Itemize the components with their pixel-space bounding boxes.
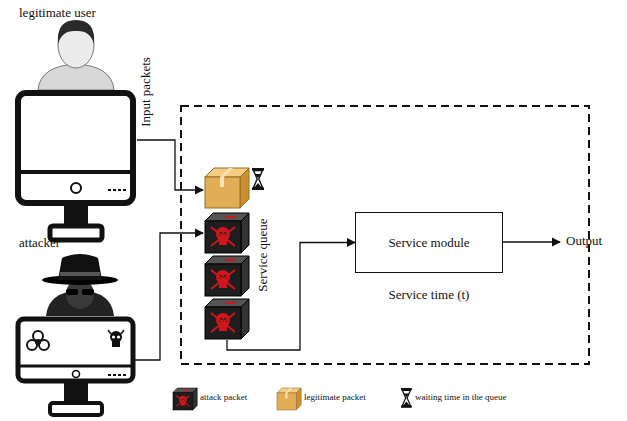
skull-symbol [117,335,120,338]
connector [135,233,203,360]
legend-icons [277,388,301,410]
attacker-figure [42,254,118,316]
computer-monitor [18,319,133,415]
skull-symbol [112,335,115,338]
input-label: Input packets [138,57,154,127]
service-queue-packets [205,299,249,339]
output-arrow [503,241,560,242]
service-queue-packets [252,168,264,190]
computer-monitor [18,170,133,174]
attacker-figure [58,254,102,280]
connector [137,140,203,190]
service-queue: Service queue [201,164,275,346]
computer-monitor [18,365,133,368]
user-computer: legitimate user [15,4,137,246]
system-boundary [181,106,589,364]
computer-monitor [108,189,126,191]
legend-icons [173,388,412,410]
skull-symbol [108,330,124,347]
computer-monitor [71,183,81,193]
attacker-figure [82,289,94,295]
computer-monitor [18,93,133,240]
legend-icons [173,388,197,410]
node-label: legitimate user [19,6,96,21]
biohazard-symbol [27,331,49,350]
computer-monitor [108,374,126,376]
computer-monitor [18,319,133,381]
legend-label: waiting time in the queue [415,392,506,402]
attacker-computer: attacker [15,234,150,418]
user-figure [38,20,114,90]
service-queue-packets [205,213,249,253]
user-figure [58,20,94,44]
computer-monitor [73,371,80,378]
service-queue-packets [205,256,249,296]
legend-icons [401,388,412,408]
legend-label: legitimate packet [304,392,366,402]
biohazard-symbol [36,340,40,344]
node-label: Service queue [256,218,271,291]
attacker-figure [66,289,78,295]
process-box: Service moduleService time (t) [355,212,503,273]
legend-label: attack packet [200,392,247,402]
skull-symbol [108,330,124,334]
service-queue-packets [205,168,249,208]
attacker-figure [60,272,100,276]
node-label: attacker [19,236,60,251]
time-label: Service time (t) [389,288,470,303]
module-label: Service module [388,235,469,250]
output-label: Output [566,233,602,249]
computer-monitor [50,403,102,415]
skull-symbol [112,341,120,347]
connector [227,243,355,351]
computer-monitor [18,93,133,203]
